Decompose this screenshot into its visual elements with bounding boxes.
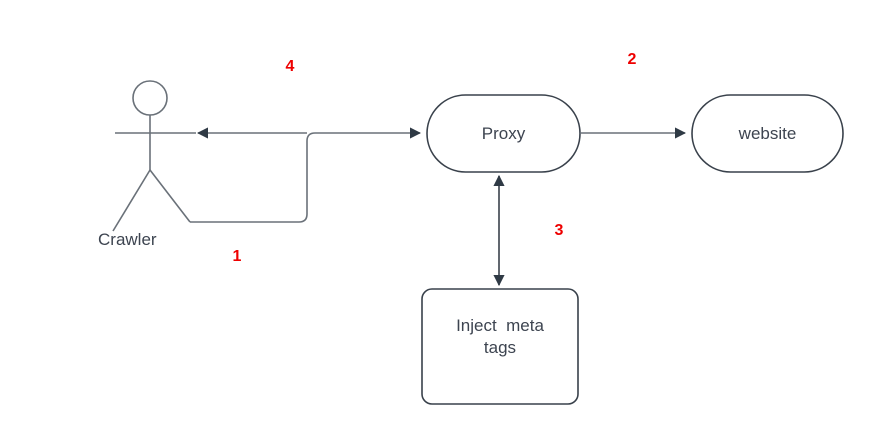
website-node-label: website <box>738 124 797 143</box>
inject-label-line-1: Inject meta <box>456 316 544 335</box>
edge-crawler-to-proxy <box>190 127 422 223</box>
crawler-node-label: Crawler <box>98 230 157 249</box>
proxy-node-label: Proxy <box>481 124 526 143</box>
inject-node-shape[interactable] <box>421 288 579 405</box>
step-number-1: 1 <box>232 248 242 265</box>
step-number-2: 2 <box>627 51 637 68</box>
inject-label-line-2: tags <box>483 338 517 357</box>
crawler-right-leg-line <box>149 169 191 223</box>
website-node-shape[interactable] <box>691 94 844 173</box>
crawler-left-leg-line <box>112 169 151 232</box>
step-number-4: 4 <box>285 58 295 75</box>
crawler-head-icon <box>132 80 168 116</box>
step-number-3: 3 <box>554 222 564 239</box>
inject-node-label: Inject meta tags <box>422 315 578 359</box>
crawler-figure <box>112 80 196 232</box>
